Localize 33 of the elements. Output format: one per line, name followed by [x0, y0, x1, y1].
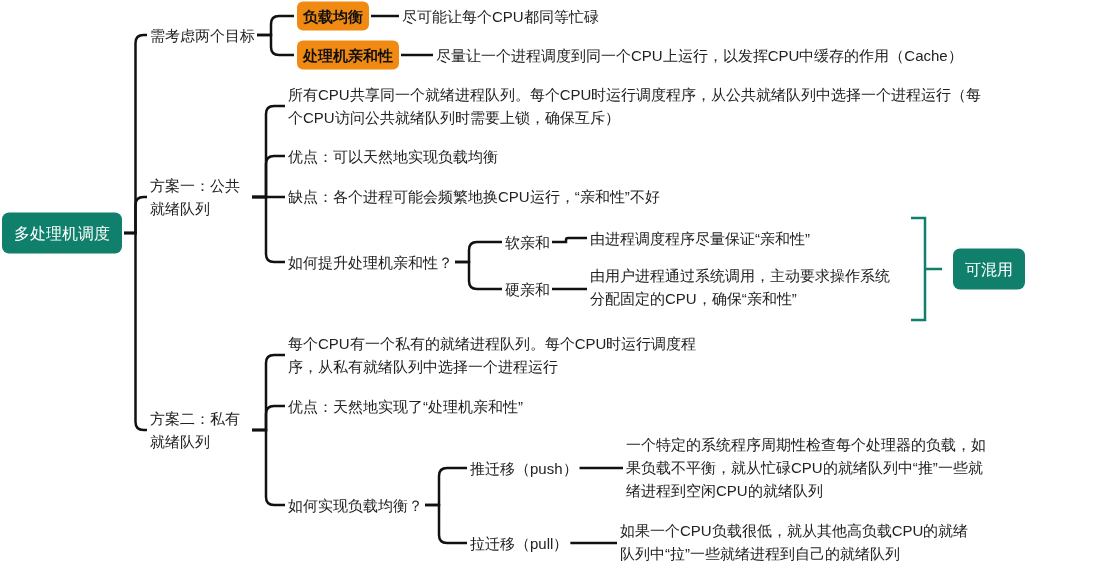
connector: [455, 260, 502, 291]
branch-text: 每个CPU有一个私有的就绪进程队列。每个CPU时运行调度程序，从私有就绪队列中选择一个进程运行: [288, 332, 708, 378]
connector: [371, 14, 399, 18]
branch-text: 方案二：私有就绪队列: [150, 407, 250, 453]
branch-text: 由进程调度程序尽量保证“亲和性”: [590, 226, 810, 250]
branch-text: 硬亲和: [505, 277, 550, 301]
branch-text: 尽量让一个进程调度到同一个CPU上运行，以发挥CPU中缓存的作用（Cache）: [436, 43, 963, 67]
branch-text: 如果一个CPU负载很低，就从其他高负载CPU的就绪队列中“拉”一些就绪进程到自己的就绪队列: [620, 519, 972, 565]
connector: [552, 287, 587, 291]
branch-text: 如何提升处理机亲和性？: [288, 250, 453, 274]
root-topic-box: 多处理机调度: [2, 212, 122, 254]
topic-box: 处理机亲和性: [297, 40, 399, 70]
branch-text: 推迁移（push）: [470, 456, 578, 480]
branch-text: 缺点：各个进程可能会频繁地换CPU运行，“亲和性”不好: [288, 184, 660, 208]
branch-text: 优点：可以天然地实现负载均衡: [288, 144, 498, 168]
branch-text: 由用户进程通过系统调用，主动要求操作系统分配固定的CPU，确保“亲和性”: [590, 264, 895, 310]
branch-text: 尽可能让每个CPU都同等忙碌: [402, 4, 599, 28]
branch-text: 需考虑两个目标: [150, 23, 255, 47]
connector: [579, 466, 623, 470]
connector: [552, 236, 587, 244]
topic-box: 可混用: [953, 248, 1025, 290]
branch-text: 优点：天然地实现了“处理机亲和性”: [288, 394, 523, 418]
connector: [257, 33, 294, 57]
connector: [425, 503, 467, 545]
branch-text: 所有CPU共享同一个就绪进程队列。每个CPU时运行调度程序，从公共就绪队列中选择一个进程运行（每个CPU访问公共就绪队列时需要上锁，确保互斥）: [288, 83, 988, 129]
connector: [401, 53, 433, 57]
branch-text: 如何实现负载均衡？: [288, 493, 423, 517]
branch-text: 一个特定的系统程序周期性检查每个处理器的负载，如果负载不平衡，就从忙碌CPU的就绪队列中“推”一些就绪进程到空闲CPU的就绪队列: [626, 432, 988, 502]
branch-text: 方案一：公共就绪队列: [150, 174, 250, 220]
branch-text: 拉迁移（pull）: [470, 531, 569, 555]
connector: [570, 541, 617, 545]
branch-text: 软亲和: [505, 230, 550, 254]
topic-box: 负载均衡: [297, 1, 369, 31]
